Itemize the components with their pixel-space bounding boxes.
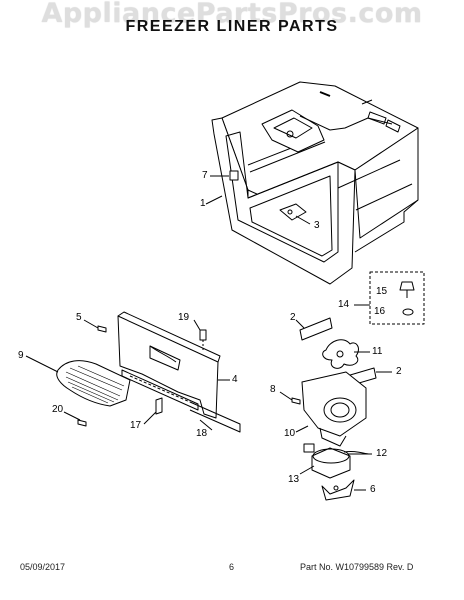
callout-label: 2 bbox=[290, 312, 296, 323]
freezer-liner-drawing bbox=[205, 81, 419, 285]
footer-part-number: Part No. W10799589 Rev. D bbox=[300, 562, 414, 572]
callout-label: 7 bbox=[202, 170, 208, 181]
callout-label: 9 bbox=[18, 350, 24, 361]
callout-label: 12 bbox=[376, 448, 388, 459]
callout-label: 10 bbox=[284, 428, 296, 439]
watermark-text: AppliancePartsPros.com bbox=[41, 0, 423, 29]
callout-label: 2 bbox=[396, 366, 402, 377]
callout-label: 20 bbox=[52, 404, 64, 415]
callout-label: 1 bbox=[200, 198, 206, 209]
page-title: FREEZER LINER PARTS bbox=[125, 18, 339, 35]
fan-assembly-drawing bbox=[279, 271, 425, 501]
callout-label: 8 bbox=[270, 384, 276, 395]
callout-label: 5 bbox=[76, 312, 82, 323]
callout-label: 17 bbox=[130, 420, 142, 431]
footer-date: 05/09/2017 bbox=[20, 562, 66, 572]
callout-label: 4 bbox=[232, 374, 238, 385]
callout-label: 18 bbox=[196, 428, 208, 439]
callout-label: 3 bbox=[314, 220, 320, 231]
callout-label: 16 bbox=[374, 306, 386, 317]
footer-page-number: 6 bbox=[229, 562, 235, 572]
callout-label: 6 bbox=[370, 484, 376, 495]
callout-label: 19 bbox=[178, 312, 190, 323]
callout-label: 13 bbox=[288, 474, 300, 485]
callout-label: 14 bbox=[338, 299, 350, 310]
callout-label: 15 bbox=[376, 286, 388, 297]
callout-label: 11 bbox=[372, 346, 383, 357]
duct-cover-drawing bbox=[25, 311, 241, 433]
